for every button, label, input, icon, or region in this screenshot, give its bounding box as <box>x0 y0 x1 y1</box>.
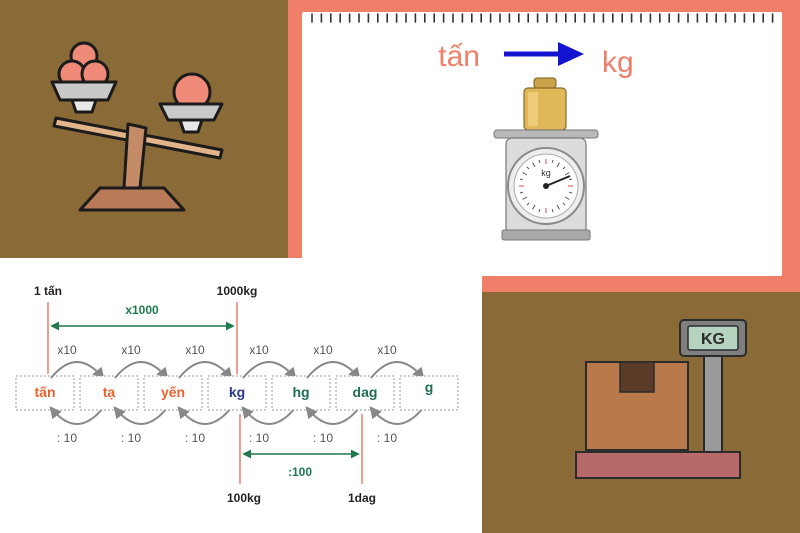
multiply-label: x10 <box>185 343 205 357</box>
dial-tick <box>562 166 566 170</box>
conversion-panel: tấn kg <box>288 0 800 292</box>
unit-box-frame <box>207 375 267 411</box>
unit-box-4: hg <box>271 375 331 411</box>
divide-label: : 10 <box>313 431 333 445</box>
unit-chart-panel: 1 tấn 1000kg x1000 tấn x10 : 10 tạ x10 : 10 yế… <box>0 258 482 533</box>
unit-box-5: dag <box>335 375 395 411</box>
multiply-label: x10 <box>57 343 77 357</box>
unit-box-0: tấn <box>15 375 75 411</box>
unit-label: tạ <box>103 384 116 400</box>
divide-label: : 10 <box>121 431 141 445</box>
convert-to-label: kg <box>602 46 634 79</box>
unit-box-frame <box>79 375 139 411</box>
balance-scale-icon <box>50 41 224 212</box>
unit-box-1: tạ <box>79 375 139 411</box>
notepad-drawing: tấn kg <box>311 13 774 241</box>
divide-arc <box>113 406 168 425</box>
multiply-arc <box>114 361 169 380</box>
multiply-label: x10 <box>249 343 269 357</box>
convert-from-label: tấn <box>438 40 480 73</box>
dial-tick <box>551 209 554 213</box>
top-factor: x1000 <box>125 303 159 317</box>
dial-tick <box>564 172 570 176</box>
divide-arc <box>305 406 360 425</box>
dial-tick <box>522 196 528 200</box>
top-left-label: 1 tấn <box>34 284 62 298</box>
top-right-label: 1000kg <box>217 284 258 298</box>
multiply-label: x10 <box>121 343 141 357</box>
spiral-binding <box>311 13 774 23</box>
unit-label: g <box>425 379 434 395</box>
dial-tick <box>519 191 523 194</box>
dial-tick <box>526 166 530 170</box>
dial-tick <box>569 191 573 194</box>
dial-tick <box>532 204 536 210</box>
divide-label: : 10 <box>57 431 77 445</box>
platform-scale-icon: KG <box>575 319 747 479</box>
unit-label: tấn <box>35 384 56 400</box>
dial-tick <box>564 196 570 200</box>
unit-label: hg <box>292 384 309 400</box>
scale-display-text: KG <box>701 331 725 348</box>
dial-tick <box>522 172 528 176</box>
multiply-arc <box>178 361 233 380</box>
dial-tick <box>538 209 541 213</box>
multiply-label: x10 <box>377 343 397 357</box>
divide-arc <box>241 406 296 425</box>
mass-unit-chart: 1 tấn 1000kg x1000 tấn x10 : 10 tạ x10 : 10 yế… <box>15 284 459 505</box>
notepad: tấn kg <box>302 12 782 276</box>
dial-tick <box>532 162 536 168</box>
dial-tick <box>556 162 560 168</box>
unit-box-frame <box>15 375 75 411</box>
unit-box-3: kg <box>207 375 267 411</box>
dial-tick <box>551 159 554 163</box>
balance-panel <box>0 0 288 258</box>
dial-tick <box>526 202 530 206</box>
kitchen-scale-icon: kg <box>493 77 599 241</box>
unit-label: dag <box>353 384 378 400</box>
dial-tick <box>519 178 523 181</box>
divide-label: : 10 <box>249 431 269 445</box>
divide-label: : 10 <box>185 431 205 445</box>
multiply-arc <box>370 361 425 380</box>
unit-box-frame <box>399 375 459 411</box>
multiply-arc <box>306 361 361 380</box>
bottom-factor: :100 <box>288 465 312 479</box>
dial-tick <box>556 204 560 210</box>
multiply-arc <box>242 361 297 380</box>
dial-tick <box>569 178 573 181</box>
bottom-left-label: 100kg <box>227 491 261 505</box>
platform-scale-panel: KG <box>482 292 800 533</box>
right-arrow-icon <box>504 42 584 66</box>
unit-box-6: g <box>399 375 459 411</box>
divide-label: : 10 <box>377 431 397 445</box>
dial-tick <box>562 202 566 206</box>
unit-box-frame <box>143 375 203 411</box>
unit-box-frame <box>271 375 331 411</box>
bottom-right-label: 1dag <box>348 491 376 505</box>
divide-arc <box>177 406 232 425</box>
dial-tick <box>538 159 541 163</box>
unit-label: yến <box>161 384 185 400</box>
unit-box-2: yến <box>143 375 203 411</box>
unit-label: kg <box>229 384 245 400</box>
multiply-label: x10 <box>313 343 333 357</box>
dial-unit: kg <box>541 168 551 178</box>
divide-arc <box>49 406 104 425</box>
multiply-arc <box>50 361 105 380</box>
divide-arc <box>369 406 424 425</box>
unit-box-frame <box>335 375 395 411</box>
